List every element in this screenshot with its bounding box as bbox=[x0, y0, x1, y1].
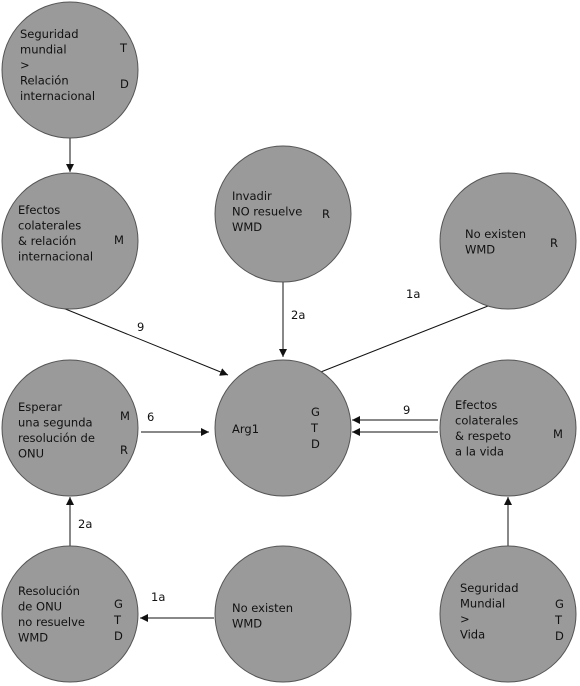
node-text-line: Mundial bbox=[460, 597, 505, 611]
node-tag: M bbox=[114, 233, 124, 247]
edge-efectos-relacion-to-arg1 bbox=[57, 305, 229, 376]
node-text-line: colaterales bbox=[18, 219, 81, 233]
node-text-line: WMD bbox=[232, 617, 262, 631]
node-text-line: No existen bbox=[465, 227, 526, 241]
node-tag: D bbox=[555, 629, 564, 643]
node-tag: T bbox=[310, 421, 319, 435]
node-text-line: internacional bbox=[18, 250, 93, 264]
node-circle bbox=[1, 359, 139, 497]
node-text-line: de ONU bbox=[18, 600, 62, 614]
node-circle bbox=[214, 545, 352, 683]
node-text-line: WMD bbox=[18, 631, 48, 645]
node-text-line: Esperar bbox=[18, 400, 62, 414]
node-circle bbox=[439, 545, 577, 683]
node-text-line: no resuelve bbox=[18, 615, 85, 629]
edge-label-e7: 2a bbox=[78, 517, 92, 531]
node-text-line: WMD bbox=[465, 243, 495, 257]
node-text-line: a la vida bbox=[455, 445, 504, 459]
node-text-line: mundial bbox=[20, 43, 67, 57]
node-text-line: > bbox=[460, 612, 470, 626]
node-tag: G bbox=[555, 597, 564, 611]
node-text-line: Invadir bbox=[232, 189, 272, 203]
node-text-line: Vida bbox=[460, 628, 485, 642]
node-circle bbox=[439, 359, 577, 497]
node-text-line: resolución de bbox=[18, 431, 95, 445]
edge-label-e5: 6 bbox=[147, 410, 154, 424]
node-tag: R bbox=[120, 443, 128, 457]
node-tag: D bbox=[120, 77, 129, 91]
node-text-line: Efectos bbox=[18, 203, 60, 217]
node-tag: G bbox=[311, 405, 320, 419]
node-circle bbox=[439, 172, 577, 310]
node-circle bbox=[1, 1, 139, 139]
node-tag: R bbox=[322, 207, 330, 221]
node-circle bbox=[214, 359, 352, 497]
node-efectos-relacion: Efectos colaterales& relación internaciona… bbox=[1, 172, 139, 310]
node-text-line: WMD bbox=[232, 220, 262, 234]
node-text-line: Resolución bbox=[18, 584, 80, 598]
edge-label-e3: 2a bbox=[291, 308, 305, 322]
node-tag: T bbox=[119, 41, 128, 55]
node-tag: D bbox=[114, 629, 123, 643]
node-text-line: internacional bbox=[20, 89, 95, 103]
node-tag: M bbox=[553, 427, 563, 441]
node-tag: G bbox=[114, 597, 123, 611]
edge-label-e2: 9 bbox=[137, 320, 144, 334]
edge-label-e6: 9 bbox=[403, 403, 410, 417]
node-text-line: & respeto bbox=[455, 429, 511, 443]
edge-no-existen-top-to-arg1 bbox=[302, 305, 489, 380]
edge-labels-layer: 9 2a 1a 6 9 2a 1a bbox=[78, 287, 420, 604]
node-text-line: > bbox=[20, 58, 30, 72]
node-circle bbox=[214, 145, 352, 283]
node-text-line: NO resuelve bbox=[232, 205, 302, 219]
node-text-line: No existen bbox=[232, 601, 293, 615]
node-circle bbox=[1, 172, 139, 310]
node-efectos-vida: Efectos colaterales& respeto a la vida M bbox=[439, 359, 577, 497]
edge-label-e8: 1a bbox=[151, 590, 165, 604]
edge-label-e4: 1a bbox=[406, 287, 420, 301]
node-text-line: una segunda bbox=[18, 416, 93, 430]
node-text-line: Seguridad bbox=[460, 581, 519, 595]
node-tag: D bbox=[311, 437, 320, 451]
node-tag: T bbox=[554, 613, 563, 627]
node-text-line: Seguridad bbox=[20, 27, 79, 41]
node-text-line: colaterales bbox=[455, 414, 518, 428]
node-arg1: Arg1 GTD bbox=[214, 359, 352, 497]
node-text-line: Efectos bbox=[455, 398, 497, 412]
node-tag: R bbox=[550, 236, 558, 250]
node-tag: M bbox=[120, 409, 130, 423]
node-text-line: ONU bbox=[18, 447, 44, 461]
node-text-line: Relación bbox=[20, 74, 69, 88]
edges-layer bbox=[57, 138, 512, 622]
node-text-line: Arg1 bbox=[232, 422, 259, 436]
node-tag: T bbox=[113, 613, 122, 627]
node-text-line: & relación bbox=[18, 234, 76, 248]
node-circle bbox=[1, 545, 139, 683]
